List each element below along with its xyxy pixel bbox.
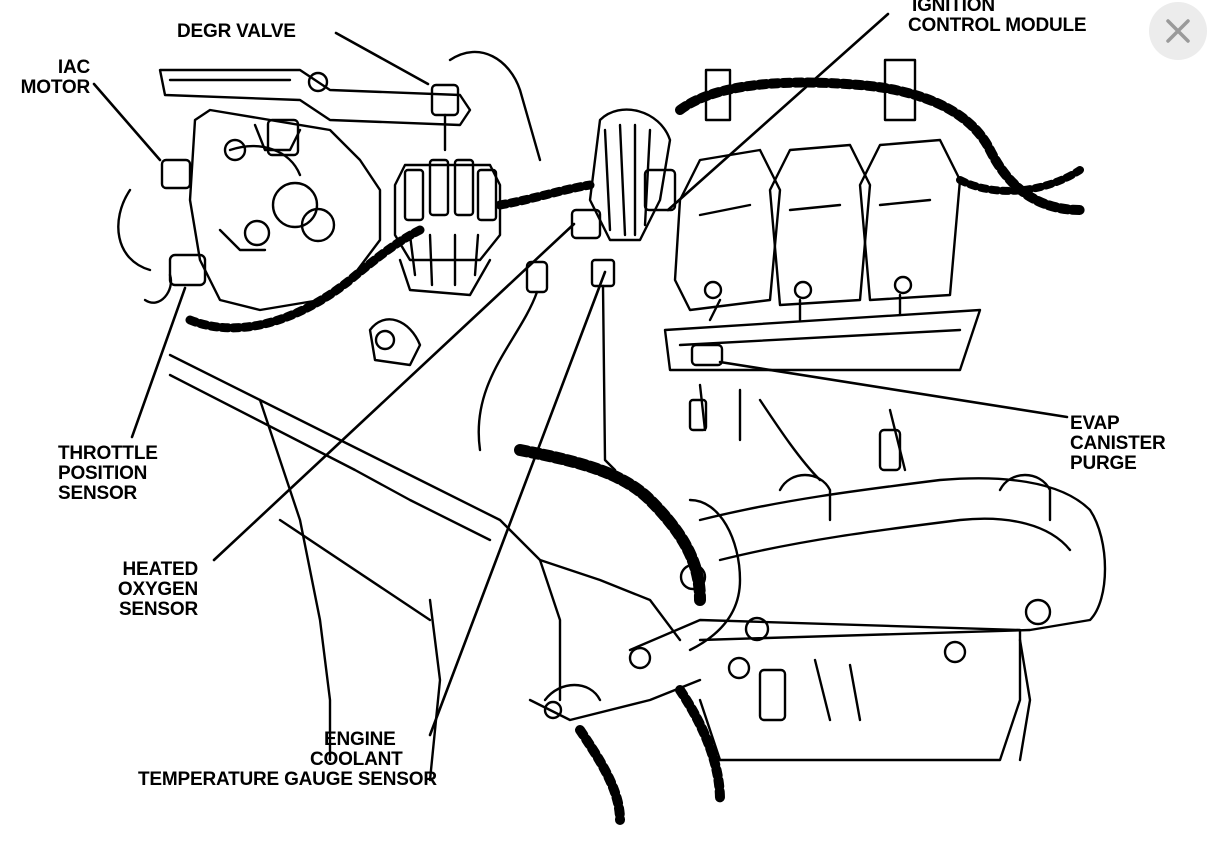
- label-degr-valve: DEGR VALVE: [177, 21, 296, 42]
- label-heated-oxygen-sensor: HEATED OXYGEN SENSOR: [117, 559, 198, 620]
- label-engine-coolant-temperature-gauge-sensor: ENGINE COOLANT TEMPERATURE GAUGE SENSOR: [138, 729, 437, 790]
- close-button[interactable]: [1149, 2, 1207, 60]
- label-throttle-position-sensor: THROTTLE POSITION SENSOR: [58, 443, 158, 504]
- label-iac-motor: IAC MOTOR: [20, 57, 91, 98]
- label-evap-canister-purge: EVAP CANISTER PURGE: [1070, 413, 1166, 474]
- label-ignition-control-module: IGNITION CONTROL MODULE: [908, 0, 1087, 36]
- close-icon: [1166, 19, 1190, 43]
